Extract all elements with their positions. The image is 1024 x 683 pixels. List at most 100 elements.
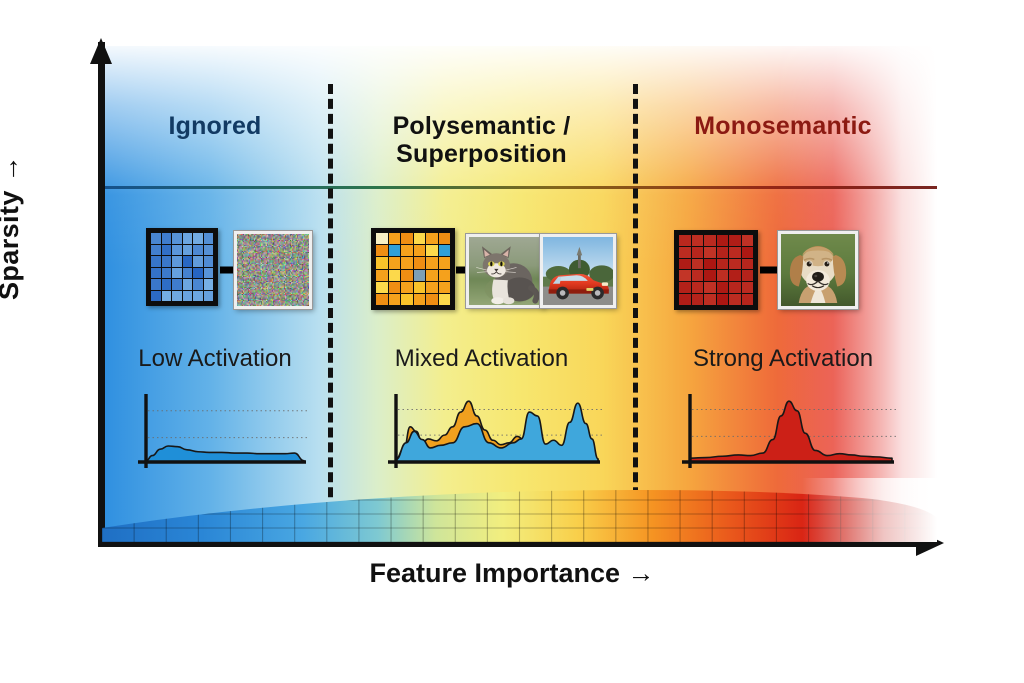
matrix-cell <box>741 294 753 305</box>
matrix-cell <box>729 270 741 282</box>
matrix-cell <box>426 257 438 269</box>
matrix-cell <box>729 282 741 294</box>
y-axis-line <box>98 42 105 547</box>
matrix-cell <box>426 281 438 293</box>
matrix-cell <box>151 267 161 278</box>
matrix-cell <box>161 244 171 255</box>
matrix-cell <box>729 235 741 246</box>
matrix-cell <box>679 246 691 258</box>
cat-image-svg <box>469 237 541 305</box>
matrix-cell <box>388 293 400 305</box>
feature-matrix-polysemantic <box>371 228 455 310</box>
matrix-cell <box>741 235 753 246</box>
matrix-cell <box>438 293 450 305</box>
matrix-cell <box>172 290 182 301</box>
matrix-cell <box>193 267 203 278</box>
matrix-cell <box>413 257 425 269</box>
matrix-cell <box>376 257 388 269</box>
matrix-cell <box>388 257 400 269</box>
matrix-cell <box>172 244 182 255</box>
matrix-cell <box>182 267 192 278</box>
matrix-cell <box>741 246 753 258</box>
matrix-cell <box>376 245 388 257</box>
matrix-cell <box>438 233 450 245</box>
matrix-cell <box>388 281 400 293</box>
matrix-cell <box>413 233 425 245</box>
matrix-cell <box>704 235 716 246</box>
matrix-cell <box>426 233 438 245</box>
matrix-cell <box>401 269 413 281</box>
low-activation-plot <box>132 392 310 474</box>
matrix-cell <box>426 269 438 281</box>
matrix-cell <box>426 293 438 305</box>
feature-matrix-monosemantic <box>674 230 758 310</box>
matrix-cell <box>151 256 161 267</box>
matrix-cell <box>413 269 425 281</box>
matrix-cell <box>716 282 728 294</box>
matrix-cell <box>203 267 213 278</box>
matrix-cell <box>716 246 728 258</box>
matrix-cell <box>376 233 388 245</box>
matrix-cell <box>716 235 728 246</box>
matrix-cell <box>172 256 182 267</box>
matrix-cell <box>203 279 213 290</box>
matrix-cell <box>691 258 703 270</box>
dog-image-svg <box>781 234 855 306</box>
matrix-cell <box>729 246 741 258</box>
matrix-cell <box>704 246 716 258</box>
matrix-cell <box>161 267 171 278</box>
car-image <box>539 233 617 309</box>
matrix-cell <box>161 233 171 244</box>
matrix-cell <box>679 235 691 246</box>
matrix-cell <box>691 282 703 294</box>
matrix-cell <box>438 281 450 293</box>
matrix-cell <box>438 245 450 257</box>
matrix-cell <box>413 281 425 293</box>
matrix-cell <box>182 256 192 267</box>
matrix-cell <box>388 245 400 257</box>
matrix-cell <box>729 258 741 270</box>
matrix-cell <box>438 269 450 281</box>
y-axis-label: Sparsity → <box>0 155 24 300</box>
matrix-cell <box>388 233 400 245</box>
noise-image-svg <box>237 234 309 306</box>
matrix-cell <box>182 244 192 255</box>
matrix-cell <box>193 279 203 290</box>
matrix-cell <box>203 244 213 255</box>
header-divider-rule <box>102 186 937 189</box>
matrix-cell <box>716 270 728 282</box>
column-title-monosemantic: Monosemantic <box>694 112 872 140</box>
column-title-polysemantic: Polysemantic / Superposition <box>330 112 633 168</box>
matrix-cell <box>716 258 728 270</box>
matrix-cell <box>376 293 388 305</box>
importance-band-svg <box>102 478 937 542</box>
column-title-ignored: Ignored <box>168 112 262 140</box>
matrix-cell <box>413 245 425 257</box>
matrix-cell <box>151 279 161 290</box>
matrix-cell <box>679 270 691 282</box>
matrix-cell <box>151 233 161 244</box>
noise-image <box>233 230 313 310</box>
matrix-cell <box>704 270 716 282</box>
matrix-cell <box>388 269 400 281</box>
matrix-cell <box>741 258 753 270</box>
dog-image <box>777 230 859 310</box>
matrix-cell <box>182 233 192 244</box>
matrix-cell <box>172 279 182 290</box>
matrix-cell <box>203 290 213 301</box>
car-image-svg <box>543 237 613 305</box>
column-title-polysemantic-line2: Superposition <box>396 140 567 168</box>
matrix-cell <box>679 294 691 305</box>
matrix-cell <box>401 233 413 245</box>
matrix-cell <box>741 282 753 294</box>
strong-activation-plot <box>676 392 898 474</box>
x-axis-label: Feature Importance → <box>369 558 655 588</box>
matrix-cell <box>193 256 203 267</box>
matrix-cell <box>413 293 425 305</box>
matrix-cell <box>193 233 203 244</box>
matrix-cell <box>401 245 413 257</box>
matrix-cell <box>401 281 413 293</box>
matrix-cell <box>203 256 213 267</box>
matrix-cell <box>161 279 171 290</box>
